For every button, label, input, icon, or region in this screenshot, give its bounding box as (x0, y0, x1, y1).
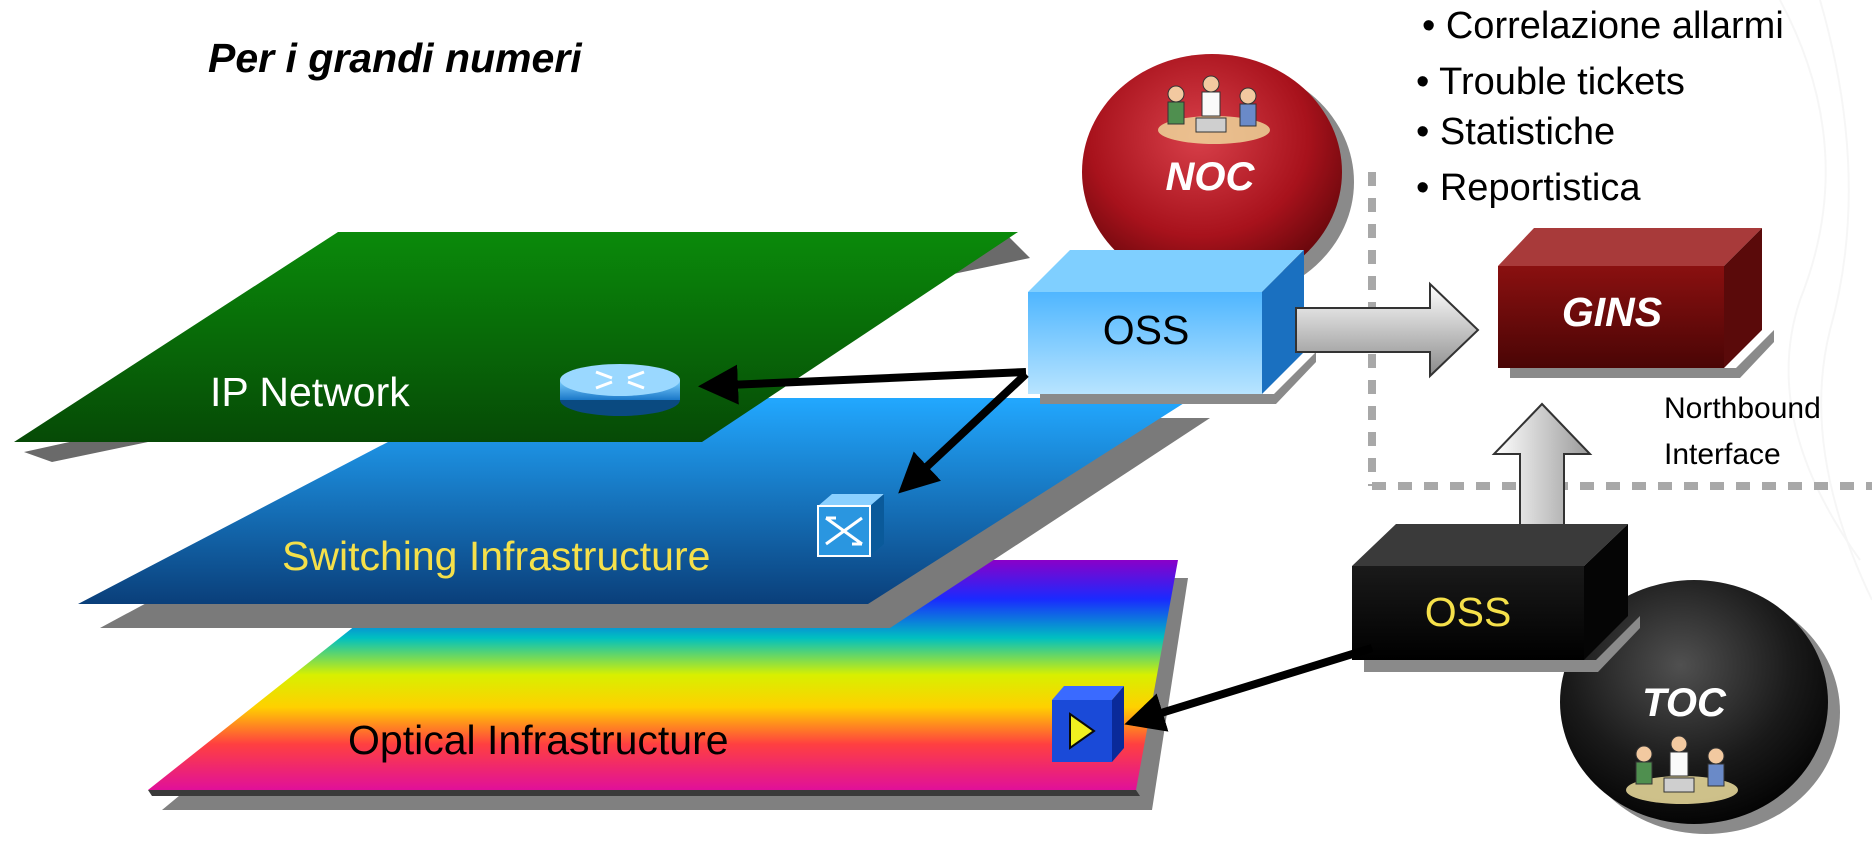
gins-box (1498, 228, 1774, 378)
bullet-item: • Correlazione allarmi (1422, 5, 1784, 47)
oss-to-optical-arrow (1124, 644, 1374, 732)
gins-label: GINS (1562, 289, 1662, 335)
router-icon (560, 364, 680, 416)
people-meeting-icon (1158, 75, 1270, 144)
background-swirl (1779, 0, 1872, 601)
noc-center (1082, 54, 1354, 300)
toc-label: TOC (1642, 681, 1727, 725)
people-meeting-icon (1626, 735, 1738, 804)
oss-bottom-label: OSS (1425, 589, 1512, 635)
ip-layer (14, 232, 1030, 462)
oss-to-router-arrow (698, 364, 1027, 405)
oss-to-switch-arrow (898, 371, 1029, 494)
feature-bullets: • Correlazione allarmi • Trouble tickets… (1416, 5, 1784, 209)
ip-layer-label: IP Network (210, 369, 410, 415)
page-title: Per i grandi numeri (208, 35, 583, 81)
bullet-item: • Statistiche (1416, 111, 1615, 153)
bullet-item: • Trouble tickets (1416, 61, 1685, 103)
oss-bottom-box (1352, 524, 1640, 672)
northbound-line2: Interface (1664, 438, 1781, 471)
oss-to-gins-arrow (1295, 281, 1480, 379)
oss-top-box (1028, 250, 1316, 404)
oss-top-label: OSS (1103, 307, 1190, 353)
optical-device-icon (1052, 686, 1124, 762)
oss-to-gins-up-arrow (1491, 402, 1593, 543)
switching-layer-label: Switching Infrastructure (282, 533, 710, 579)
optical-layer-label: Optical Infrastructure (348, 717, 729, 763)
bullet-item: • Reportistica (1416, 167, 1641, 209)
switch-icon (817, 494, 884, 557)
noc-label: NOC (1166, 155, 1256, 199)
management-arrows (698, 364, 1374, 732)
northbound-line1: Northbound (1664, 392, 1821, 425)
